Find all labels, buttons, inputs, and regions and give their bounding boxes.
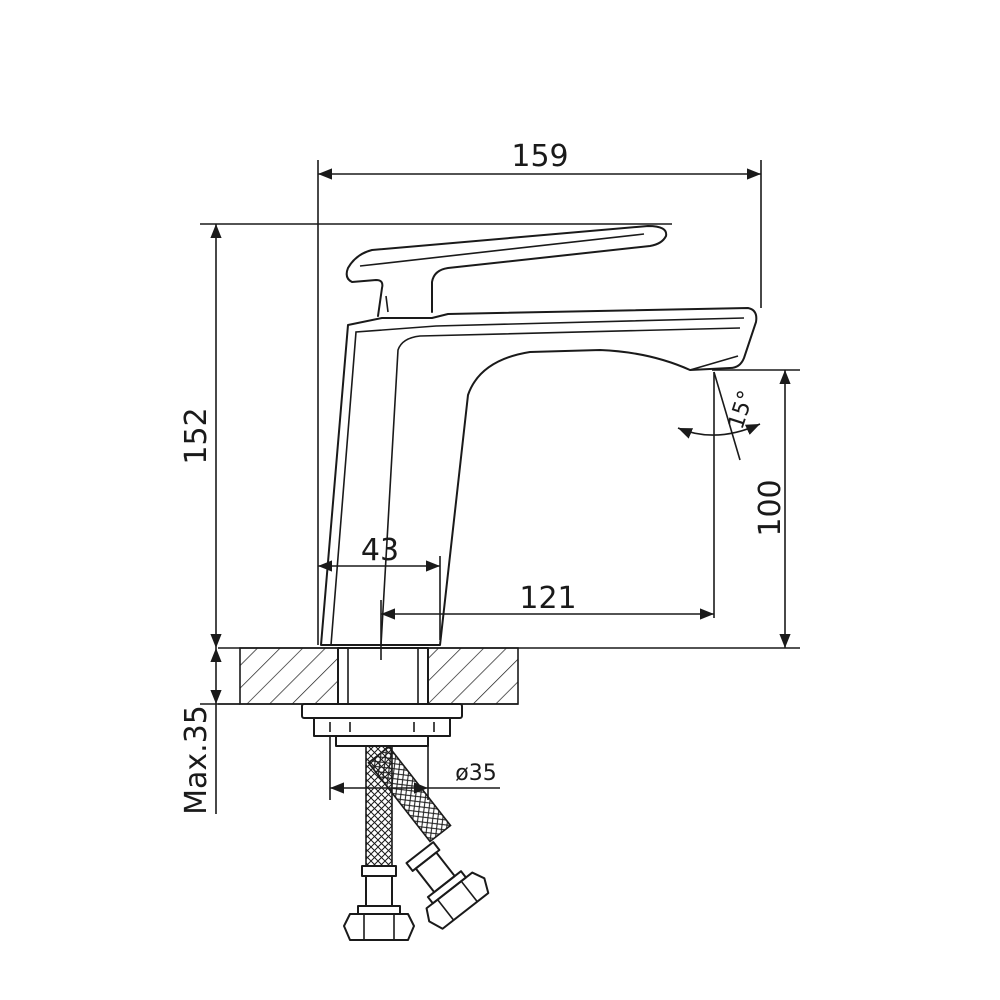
dim-hole-diameter: ø35 — [329, 736, 500, 800]
dim-label-43: 43 — [361, 533, 399, 568]
dim-label-100: 100 — [753, 479, 788, 536]
faucet-body — [320, 307, 758, 646]
braided-hose-right — [367, 745, 490, 930]
mounting-shank — [337, 647, 429, 705]
lever-handle — [345, 225, 668, 317]
dim-overall-height: 152 — [179, 223, 672, 648]
dim-label-121: 121 — [519, 581, 576, 616]
dim-overall-width: 159 — [317, 139, 762, 645]
dim-max-thickness: Max.35 — [179, 648, 240, 815]
dim-label-152: 152 — [179, 407, 214, 464]
dim-label-159: 159 — [511, 139, 568, 174]
countertop-section — [218, 647, 800, 705]
dim-base-width: 43 — [318, 533, 441, 640]
dim-spout-height: 100 — [712, 369, 800, 648]
dim-spout-reach: 121 — [380, 581, 714, 660]
dim-label-dia35: ø35 — [455, 761, 496, 786]
mounting-nut — [301, 703, 463, 747]
dim-label-max35: Max.35 — [179, 705, 214, 815]
spray-angle-indicator: 15° — [677, 371, 761, 618]
